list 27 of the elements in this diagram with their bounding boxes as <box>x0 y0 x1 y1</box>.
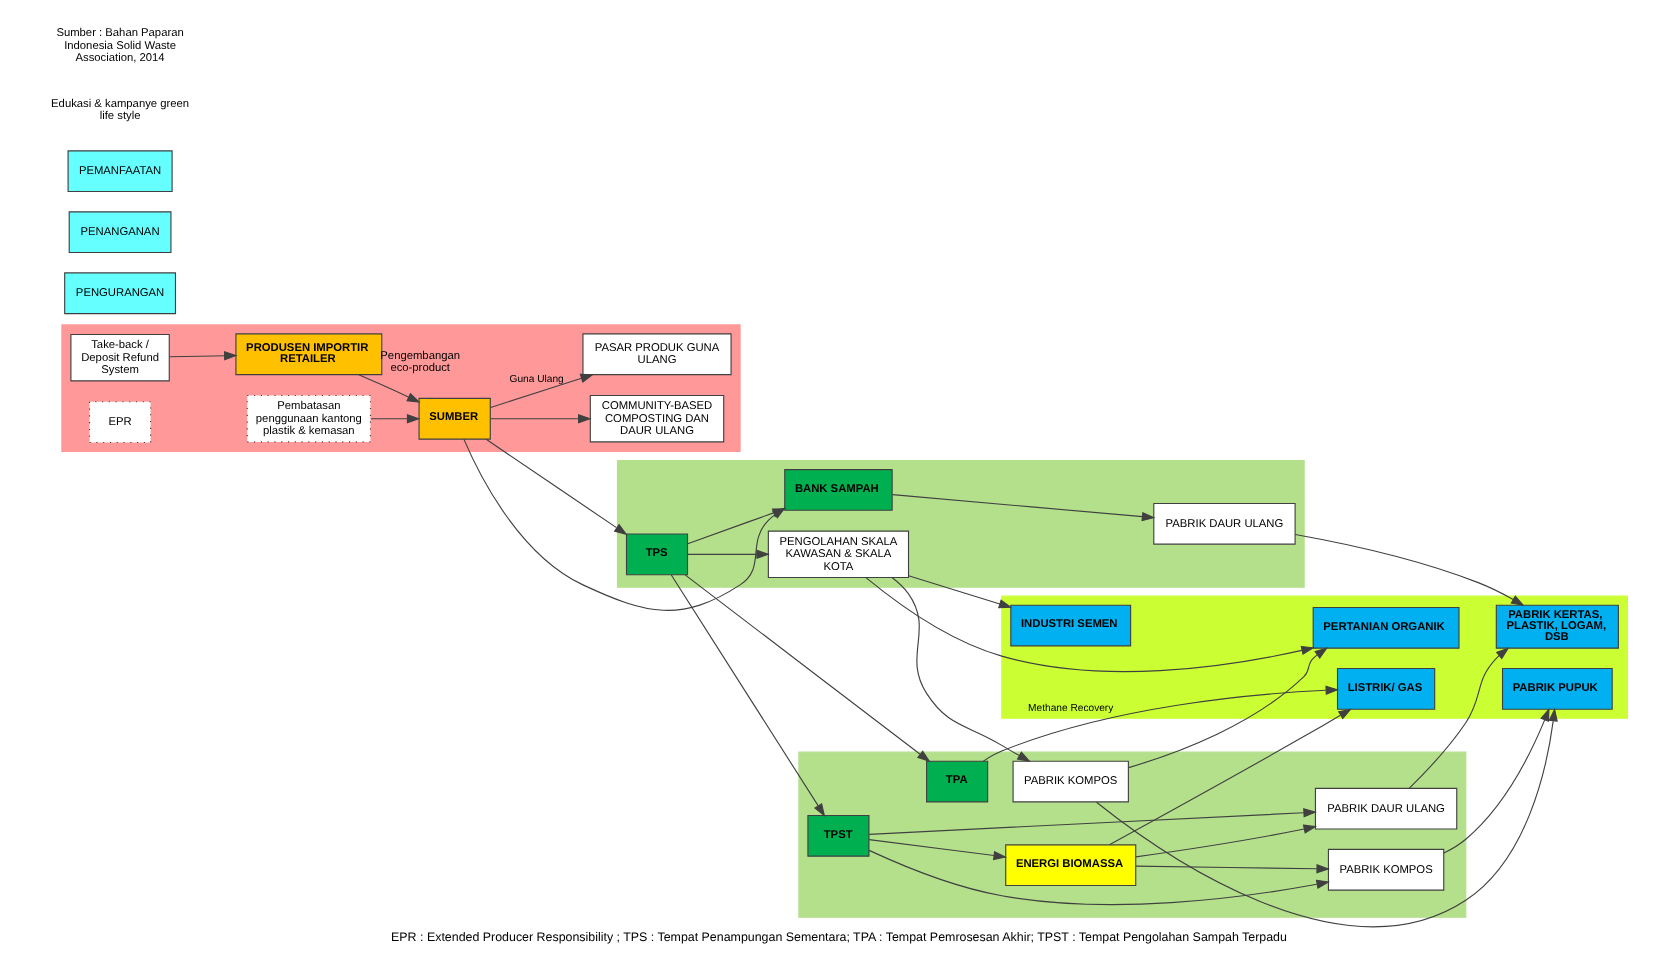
arrow <box>1094 706 1557 927</box>
cluster <box>60 323 740 452</box>
arrow <box>1127 646 1328 768</box>
cluster <box>615 458 1304 587</box>
arrow <box>357 373 420 402</box>
arrow <box>1134 863 1329 873</box>
arrow <box>1442 706 1549 853</box>
arrow <box>890 576 1030 761</box>
arrow <box>1293 532 1524 606</box>
arrow <box>683 573 930 762</box>
arrow <box>867 807 1316 834</box>
arrow <box>890 493 1155 521</box>
arrow <box>489 372 593 408</box>
arrow <box>669 573 825 816</box>
arrow <box>981 684 1339 761</box>
arrow <box>1107 707 1351 845</box>
arrow <box>864 576 1314 672</box>
arrow <box>489 412 591 423</box>
arrow <box>686 548 769 559</box>
arrow <box>867 848 1330 905</box>
arrow <box>168 350 237 360</box>
arrow <box>1407 646 1509 788</box>
arrow <box>867 838 1006 860</box>
arrow <box>369 412 420 423</box>
arrow <box>907 574 1012 608</box>
arrow <box>1134 823 1317 857</box>
arrow <box>484 437 627 535</box>
